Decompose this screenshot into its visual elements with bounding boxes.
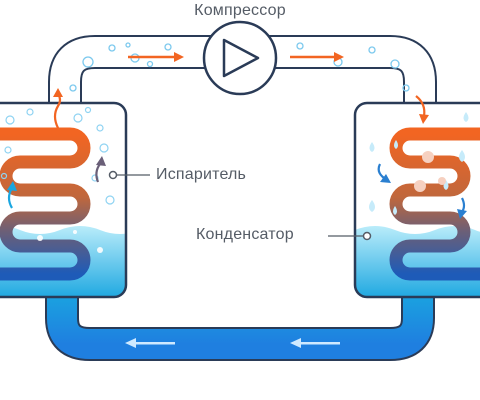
condensing-bubbles (414, 151, 446, 192)
condenser-coil (389, 127, 480, 281)
evaporator-liquid-bubbles (37, 230, 103, 253)
evaporator-label: Испаритель (156, 166, 247, 183)
triangle-play-icon (222, 38, 260, 78)
evaporator-coil (0, 127, 91, 281)
top-flow-arrows (128, 52, 344, 62)
evaporator-bubbles (0, 106, 115, 205)
condenser-label: Конденсатор (196, 226, 294, 243)
condenser-droplets (369, 112, 469, 215)
compressor-label: Компрессор (194, 2, 286, 19)
evaporator-tank (0, 88, 128, 299)
bottom-flow-arrows (125, 338, 340, 348)
callout-leaders (108, 170, 372, 241)
condenser-flow-arrows (377, 95, 467, 219)
compressor (202, 20, 278, 96)
condenser-tank (353, 95, 480, 299)
evaporator-vapor-arrows (7, 88, 106, 209)
bottom-liquid-pipe (45, 290, 435, 361)
